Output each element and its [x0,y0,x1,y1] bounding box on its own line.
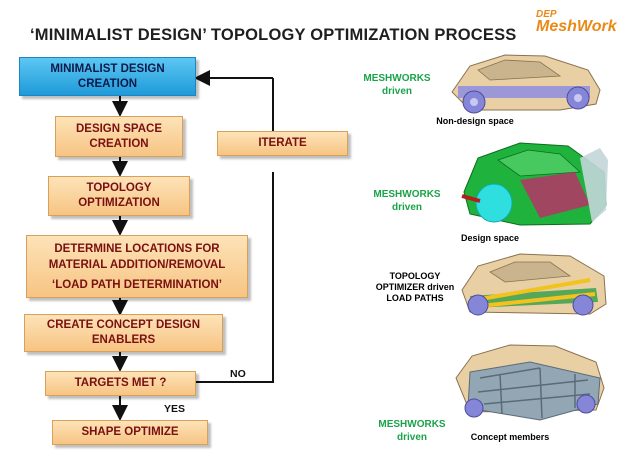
meshworks-driven-label-2: MESHWORKS driven [372,188,442,214]
label-line: MESHWORKS [373,189,441,200]
yes-label: YES [164,403,186,415]
no-loop-connector [196,172,274,383]
targets-met-box: TARGETS MET ? [45,371,196,396]
box-line: CREATE CONCEPT DESIGN [46,319,201,331]
meshworks-driven-label-3: MESHWORKS driven [377,418,447,444]
car-load-paths-image [461,253,607,316]
logo-prefix: DEP [536,9,557,20]
box-line: DETERMINE LOCATIONS FOR [54,242,220,255]
iterate-box: ITERATE [217,131,348,156]
label-line: driven [381,86,412,97]
logo-meshworks: MeshWorks [536,18,617,35]
car-design-space-image [461,142,608,226]
box-line: MATERIAL ADDITION/REMOVAL [48,258,226,271]
box-line: ‘LOAD PATH DETERMINATION’ [52,278,222,291]
caption-design-space: Design space [460,233,520,243]
label-line: OPTIMIZER driven [375,282,455,292]
iterate-label: ITERATE [258,137,307,149]
shape-optimize-box: SHAPE OPTIMIZE [52,420,208,445]
label-line: MESHWORKS [363,73,431,84]
label-line: driven [391,202,422,213]
topology-optimization-box: TOPOLOGY OPTIMIZATION [48,176,190,216]
minimalist-design-creation-box: MINIMALIST DESIGN CREATION [19,57,196,96]
box-line: CREATION [89,137,149,150]
car-concept-members-image [455,344,605,421]
targets-label: TARGETS MET ? [74,377,167,389]
box-line: OPTIMIZATION [78,197,160,209]
box-line: TOPOLOGY [86,182,152,194]
design-space-creation-box: DESIGN SPACE CREATION [55,116,183,157]
box-line: MINIMALIST DESIGN [50,62,165,75]
car-non-design-space-image [451,54,601,114]
label-line: driven [396,432,427,443]
shape-label: SHAPE OPTIMIZE [81,426,179,438]
page-title: ‘MINIMALIST DESIGN’ TOPOLOGY OPTIMIZATIO… [30,26,517,44]
create-concept-design-box: CREATE CONCEPT DESIGN ENABLERS [24,314,223,352]
box-line: DESIGN SPACE [75,122,163,135]
label-line: TOPOLOGY [389,271,441,281]
label-line: LOAD PATHS [386,293,444,303]
topology-optimizer-label: TOPOLOGY OPTIMIZER driven LOAD PATHS [372,271,458,304]
caption-concept-members: Concept members [470,432,550,442]
box-line: CREATION [77,77,138,90]
caption-non-design-space: Non-design space [436,116,514,126]
label-line: MESHWORKS [378,419,446,430]
meshworks-driven-label-1: MESHWORKS driven [362,72,432,98]
box-line: ENABLERS [91,334,156,346]
determine-locations-box: DETERMINE LOCATIONS FOR MATERIAL ADDITIO… [26,235,248,298]
no-label: NO [230,368,246,380]
